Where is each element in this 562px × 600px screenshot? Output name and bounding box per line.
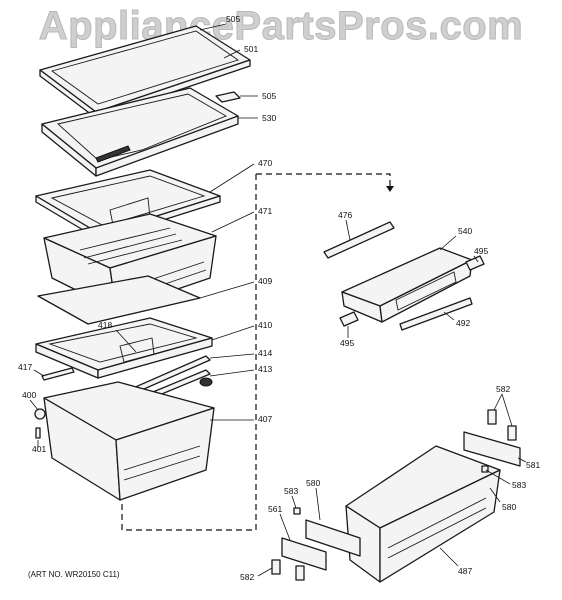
callout-580-left[interactable]: 580 (306, 478, 320, 488)
callout-582-bottom[interactable]: 582 (240, 572, 254, 582)
watermark-text: AppliancePartsPros.com (38, 4, 524, 49)
knob-400[interactable] (34, 408, 46, 420)
callout-580-right[interactable]: 580 (502, 502, 516, 512)
callout-540[interactable]: 540 (458, 226, 472, 236)
assembly-guide-line (256, 173, 391, 186)
drawer-407[interactable] (43, 381, 215, 501)
shelf-clip-505[interactable] (215, 91, 241, 103)
callout-417[interactable]: 417 (18, 362, 32, 372)
slide-561[interactable] (281, 537, 327, 571)
strip-476[interactable] (323, 221, 395, 259)
slide-580-left[interactable] (305, 519, 361, 557)
callout-418[interactable]: 418 (98, 320, 112, 330)
rail-417[interactable] (41, 367, 75, 381)
callout-410[interactable]: 410 (258, 320, 272, 330)
guide-arrow-icon (386, 186, 394, 192)
screw-401[interactable] (35, 427, 41, 439)
callout-501[interactable]: 501 (244, 44, 258, 54)
leader-lines (29, 23, 527, 577)
clip-495-left[interactable] (339, 311, 359, 327)
bracket-582-top[interactable] (487, 409, 517, 441)
callout-labels: 505 501 505 530 470 471 409 418 410 414 … (18, 14, 540, 582)
drawer-487[interactable] (345, 445, 501, 583)
callout-582-top[interactable]: 582 (496, 384, 510, 394)
callout-407[interactable]: 407 (258, 414, 272, 424)
callout-409[interactable]: 409 (258, 276, 272, 286)
bracket-582-bottom[interactable] (271, 559, 305, 581)
callout-476[interactable]: 476 (338, 210, 352, 220)
callout-495-right[interactable]: 495 (474, 246, 488, 256)
callout-583-left[interactable]: 583 (284, 486, 298, 496)
callout-495-left[interactable]: 495 (340, 338, 354, 348)
callout-400[interactable]: 400 (22, 390, 36, 400)
callout-505-top[interactable]: 505 (226, 14, 240, 24)
callout-487[interactable]: 487 (458, 566, 472, 576)
slide-581[interactable] (463, 431, 521, 467)
callout-413[interactable]: 413 (258, 364, 272, 374)
callout-471[interactable]: 471 (258, 206, 272, 216)
drawer-front-540[interactable] (341, 247, 473, 323)
callout-505-clip[interactable]: 505 (262, 91, 276, 101)
callout-581[interactable]: 581 (526, 460, 540, 470)
assembly-guide-line-bottom (121, 174, 257, 531)
callout-492[interactable]: 492 (456, 318, 470, 328)
callout-470[interactable]: 470 (258, 158, 272, 168)
shelf-frame-530[interactable] (41, 87, 239, 177)
screw-583-left[interactable] (293, 507, 301, 515)
art-number: (ART NO. WR20150 C11) (28, 570, 120, 579)
callout-530[interactable]: 530 (262, 113, 276, 123)
callout-583-right[interactable]: 583 (512, 480, 526, 490)
callout-561[interactable]: 561 (268, 504, 282, 514)
callout-401[interactable]: 401 (32, 444, 46, 454)
pan-frame-410[interactable] (35, 317, 213, 379)
handle-492[interactable] (399, 297, 473, 331)
callout-414[interactable]: 414 (258, 348, 272, 358)
